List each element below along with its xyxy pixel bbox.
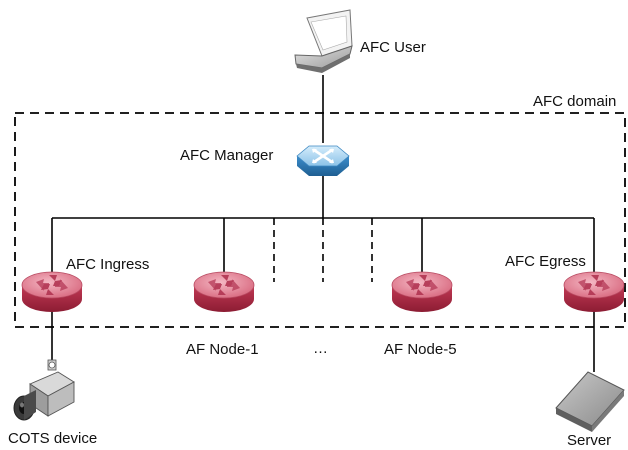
afc-domain-label: AFC domain — [533, 93, 617, 110]
router-icon-ingress — [21, 271, 83, 313]
server-icon — [555, 371, 625, 432]
afc-ingress-label: AFC Ingress — [66, 256, 150, 273]
laptop-icon — [294, 9, 353, 73]
ellipsis-label: … — [313, 340, 328, 357]
camera-icon — [13, 359, 75, 421]
af-node-5-label: AF Node-5 — [384, 341, 457, 358]
switch-icon — [296, 145, 350, 176]
router-icon-node-5 — [391, 271, 453, 313]
af-node-1-label: AF Node-1 — [186, 341, 259, 358]
afc-egress-label: AFC Egress — [505, 253, 586, 270]
server-label: Server — [567, 432, 612, 449]
afc-user-label: AFC User — [360, 39, 426, 56]
cots-device-label: COTS device — [8, 430, 98, 447]
connection-lines — [51, 75, 595, 372]
router-icon-node-1 — [193, 271, 255, 313]
afc-domain-boundary — [14, 112, 626, 328]
router-icon-egress — [563, 271, 625, 313]
afc-manager-label: AFC Manager — [180, 147, 274, 164]
